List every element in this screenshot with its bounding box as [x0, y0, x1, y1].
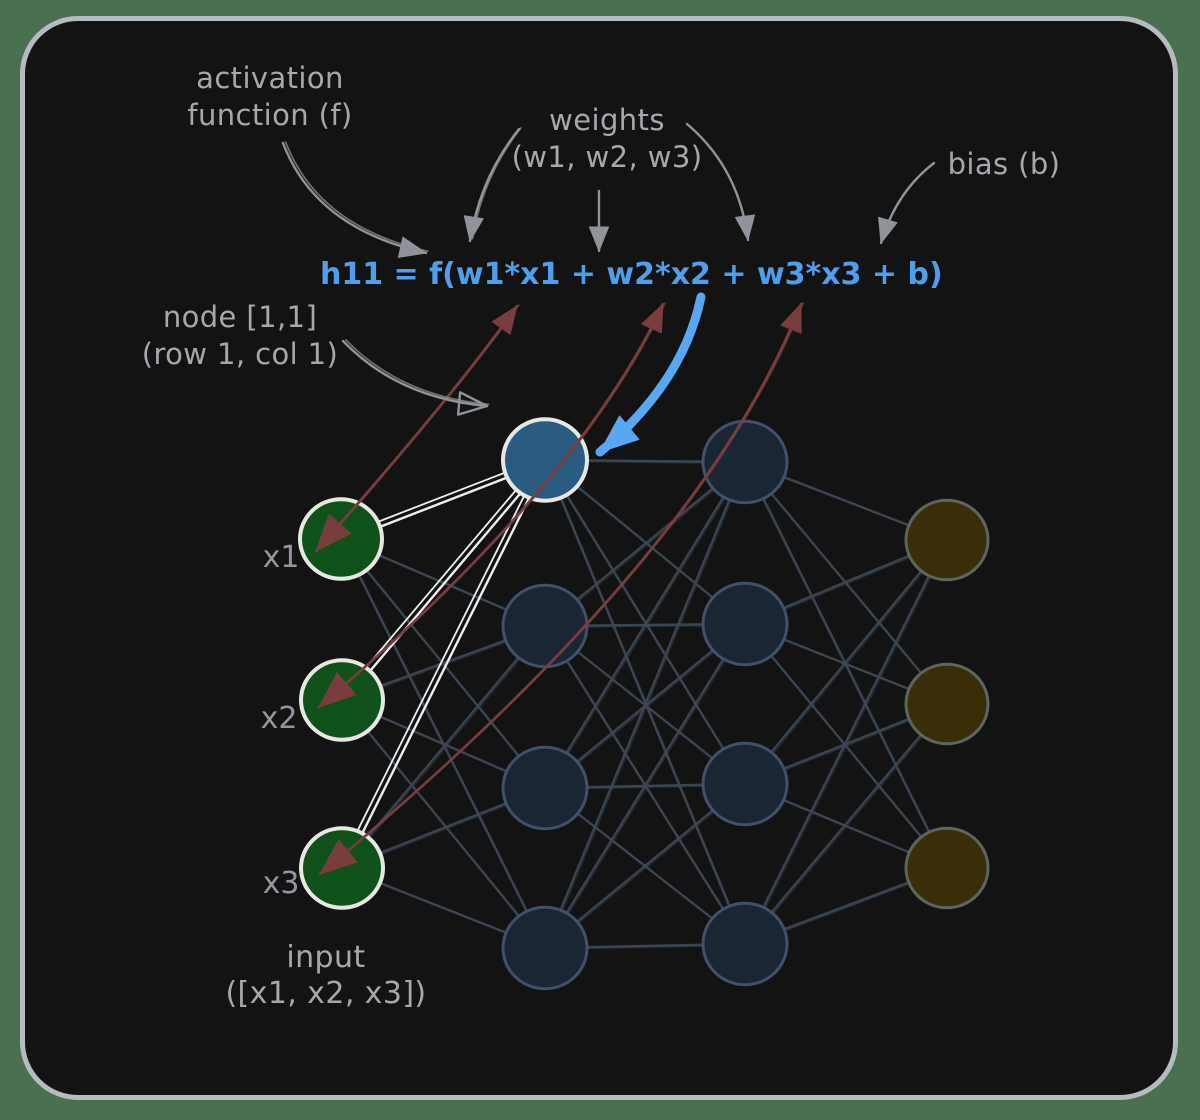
edge-sketch: [746, 463, 950, 870]
activation-arrow-sketch: [284, 141, 429, 253]
hidden2-node-2: [701, 581, 789, 667]
weight-arrow-x3-tail-head: [319, 839, 358, 875]
hidden2-node-1: [701, 419, 789, 505]
node11-arrow-sketch: [344, 338, 490, 406]
weights-label: weights (w1, w2, w3): [487, 102, 727, 176]
input-layer-node-2: [299, 658, 385, 742]
weight-arrow-x1-sketch: [317, 303, 521, 551]
edge-sketch: [746, 541, 950, 946]
activation-arrow-head: [397, 236, 427, 258]
hidden1-node-3: [501, 745, 589, 831]
edge: [743, 539, 949, 945]
edge-sketch: [746, 704, 950, 946]
weights-label-line1: weights: [549, 103, 665, 137]
edge: [544, 461, 746, 627]
activation-label-line1: activation: [196, 61, 344, 95]
bias-label-text: bias (b): [947, 147, 1061, 181]
weights-arrow-right-head: [735, 214, 755, 241]
weight-arrow-x1-head: [492, 305, 518, 335]
edge: [744, 539, 948, 785]
edge-sketch: [343, 626, 548, 870]
weights-label-line2: (w1, w2, w3): [511, 140, 703, 174]
input-layer-node-3: [299, 826, 385, 910]
edge-sketch: [343, 700, 548, 950]
activation-label-line2: function (f): [187, 98, 353, 132]
weight-arrow-x2-tail-head: [318, 672, 357, 708]
edge: [543, 623, 747, 949]
edge-highlight: [343, 460, 549, 870]
hidden1-node-4: [501, 905, 589, 991]
node11-label-line1: node [1,1]: [162, 300, 318, 334]
edge-sketch: [546, 624, 748, 950]
output-layer-node-1: [904, 498, 990, 582]
formula-text: h11 = f(w1*x1 + w2*x2 + w3*x3 + b): [320, 257, 943, 292]
edge-sketch: [746, 540, 950, 786]
edge: [744, 703, 948, 945]
weight-arrow-x1-tail-head: [315, 514, 352, 552]
edge-sketch: [545, 463, 748, 950]
hidden2-node-4: [701, 901, 789, 987]
hidden1-node-1: [501, 417, 589, 503]
input-label-x2: x2: [260, 701, 298, 736]
bias-arrow-head: [878, 216, 898, 244]
activation-function-label: activation function (f): [140, 60, 400, 134]
weight-arrow-x3-sketch: [321, 302, 805, 874]
node11-label: node [1,1] (row 1, col 1): [128, 299, 352, 373]
node11-arrow: [341, 339, 489, 408]
weight-arrow-x2-head: [641, 303, 664, 334]
edge: [544, 783, 746, 949]
edge-sketch: [746, 624, 950, 870]
pointer-arrow-blue-head: [599, 415, 640, 453]
input-label-line1: input: [286, 940, 366, 975]
weight-arrow-x2-sketch: [320, 302, 667, 707]
node11-label-line2: (row 1, col 1): [141, 337, 339, 371]
output-layer-node-3: [904, 826, 990, 910]
bias-label: bias (b): [928, 146, 1080, 183]
weights-arrow-left-head: [463, 215, 484, 242]
weight-arrow-x3-head: [780, 303, 802, 334]
input-vector-label: input ([x1, x2, x3]): [195, 940, 457, 1012]
activation-arrow: [281, 141, 428, 255]
input-label-line2: ([x1, x2, x3]): [225, 976, 427, 1011]
input-label-x3: x3: [262, 866, 300, 901]
hidden2-node-3: [701, 741, 789, 827]
hidden1-node-2: [501, 583, 589, 669]
weights-arrow-mid-head: [588, 226, 610, 252]
edge: [543, 461, 747, 789]
node11-arrow-head: [456, 391, 489, 416]
edge-highlight: [343, 460, 548, 703]
edge: [543, 461, 747, 949]
edge-sketch: [546, 462, 748, 790]
input-label-x1: x1: [262, 540, 300, 575]
edge-sketch: [746, 462, 950, 706]
edge: [543, 459, 747, 785]
output-layer-node-2: [904, 662, 990, 746]
